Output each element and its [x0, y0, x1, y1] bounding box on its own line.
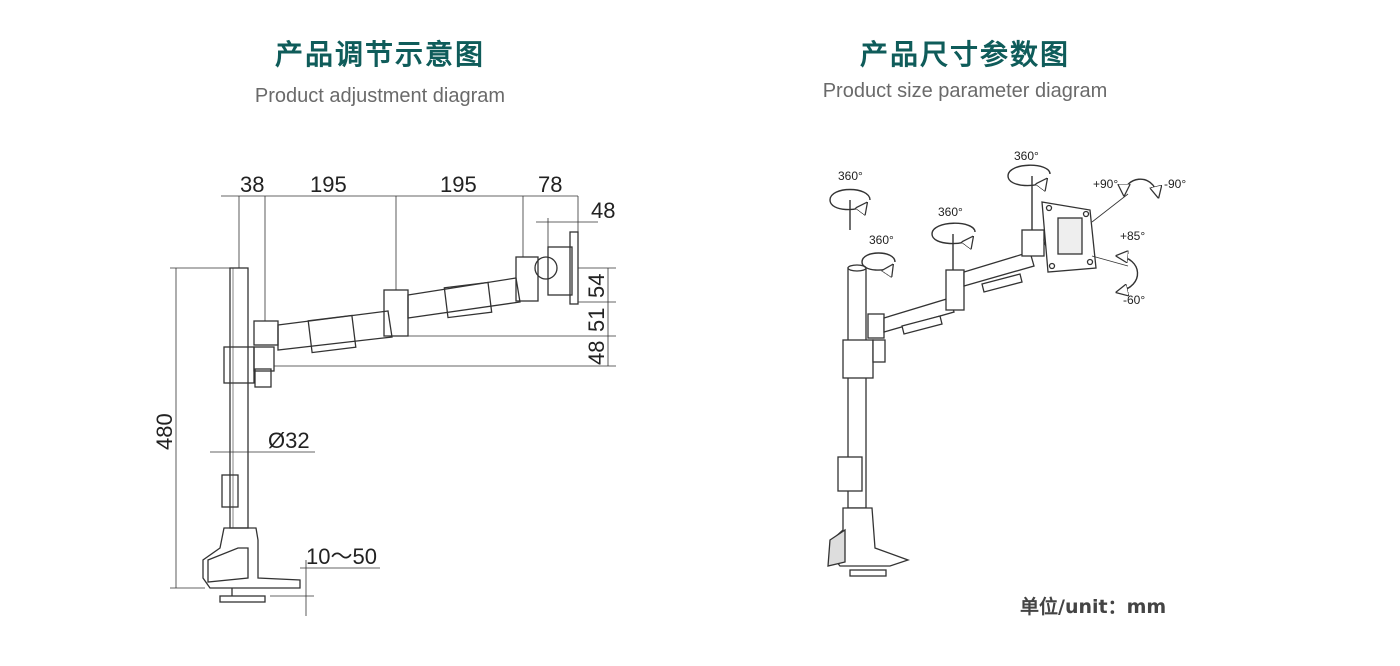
size-diagram-title: 产品尺寸参数图 — [859, 38, 1070, 71]
dim-51: 51 — [584, 308, 609, 332]
rotate-pole-top-icon — [829, 188, 871, 210]
dim-54: 54 — [584, 274, 609, 298]
dim-48-top: 48 — [591, 198, 615, 223]
dim-195-inner: 195 — [310, 172, 347, 197]
adjustment-diagram-title: 产品调节示意图 — [274, 38, 485, 71]
dim-pole-diameter: Ø32 — [268, 428, 310, 453]
arm-head-joint — [515, 256, 539, 302]
rotate-elbow-icon — [931, 222, 976, 243]
vesa-plate — [569, 231, 579, 305]
arm-segment-2 — [407, 277, 521, 319]
right-mount-drawing — [827, 201, 1097, 577]
pole-collar — [221, 474, 239, 508]
dim-195-outer: 195 — [440, 172, 477, 197]
arm-joint-1 — [253, 320, 279, 346]
arm-elbow — [383, 289, 409, 337]
angle-head: 360° — [1014, 149, 1039, 163]
right-arm-segment-1 — [883, 297, 955, 333]
left-mount-drawing — [170, 195, 616, 616]
right-arm-elbow — [945, 269, 965, 311]
right-arm-joint-1 — [867, 313, 885, 339]
right-arm-collar — [842, 339, 874, 379]
angle-swivel-down: -60° — [1123, 293, 1145, 307]
dim-480: 480 — [152, 413, 177, 450]
tilt-knob — [534, 256, 558, 280]
right-pole-collar — [837, 456, 863, 492]
tilt-icon — [1124, 178, 1158, 196]
rotate-pole-icon — [861, 252, 896, 270]
dim-clamp-range: 10～50 — [306, 544, 377, 569]
angle-tilt-down: -90° — [1164, 177, 1186, 191]
angle-elbow: 360° — [938, 205, 963, 219]
angle-pole-top: 360° — [838, 169, 863, 183]
rotate-head-icon — [1007, 164, 1051, 185]
angle-tilt-up: +90° — [1093, 177, 1118, 191]
unit-label: 单位/unit：mm — [1020, 596, 1167, 618]
dim-38: 38 — [240, 172, 264, 197]
adjustment-diagram-subtitle: Product adjustment diagram — [254, 85, 506, 107]
right-head-joint — [1021, 229, 1045, 257]
arm-segment-1 — [277, 310, 393, 351]
right-arm-segment-2 — [963, 251, 1035, 287]
swivel-icon — [1118, 256, 1139, 292]
dim-48-side: 48 — [584, 341, 609, 365]
angle-pole: 360° — [869, 233, 894, 247]
rotation-arrows — [829, 164, 1158, 292]
size-diagram-subtitle: Product size parameter diagram — [822, 80, 1108, 102]
arm-collar — [223, 346, 255, 384]
base-clamp — [202, 527, 301, 589]
angle-swivel-up: +85° — [1120, 229, 1145, 243]
dim-78: 78 — [538, 172, 562, 197]
